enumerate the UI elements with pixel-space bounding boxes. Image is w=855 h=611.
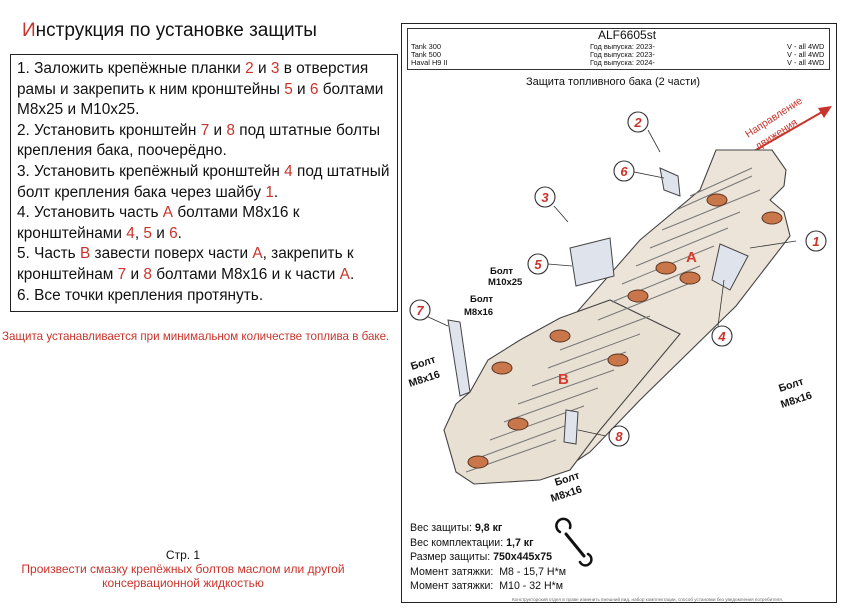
title-first-letter: И: [22, 20, 36, 41]
spec-row: Момент затяжки: М10 - 32 Н*м: [410, 580, 564, 593]
step-text: завести поверх части: [90, 245, 253, 263]
step-text: .: [349, 265, 355, 283]
callout-1: 1: [812, 234, 819, 249]
lubrication-note-line1: Произвести смазку крепёжных болтов масло…: [21, 562, 345, 576]
header-year: Год выпуска: 2023-: [590, 50, 655, 59]
step-text: 1. Заложить крепёжные планки: [17, 60, 246, 77]
drawing-frame: [401, 23, 837, 603]
part-ref: 5: [284, 80, 293, 98]
instruction-step: 5. Часть В завести поверх части А, закре…: [17, 244, 391, 285]
step-text: 5. Часть: [17, 245, 80, 263]
header-year: Год выпуска: 2023-: [590, 42, 655, 51]
spec-row: Момент затяжки: М8 - 15,7 Н*м: [410, 565, 566, 578]
bolt-label-size: М8х16: [464, 307, 493, 318]
callout-2: 2: [633, 115, 642, 130]
callout-circles: [409, 111, 827, 447]
part-ref: 5: [143, 224, 152, 242]
part-ref: 7: [117, 265, 127, 283]
callout-5: 5: [534, 257, 542, 272]
step-text: и: [209, 121, 227, 139]
disclaimer: Конструкторский отдел в праве изменить в…: [512, 597, 784, 602]
bolt-label-word: Болт: [470, 294, 493, 305]
part-ref: 7: [200, 121, 210, 139]
page-number: Стр. 1: [165, 548, 201, 562]
step-text: и: [292, 80, 310, 98]
vehicle-header-box: [407, 28, 830, 70]
callout-3: 3: [541, 190, 549, 205]
bracket-parts: [447, 167, 749, 445]
fuel-warning: Защита устанавливается при минимальном к…: [2, 330, 390, 343]
part-a-label: А: [686, 249, 697, 266]
step-text: 4. Установить часть: [17, 204, 163, 222]
protection-title: Защита топливного бака (2 части): [526, 76, 701, 88]
step-text: болтами М8х25 и М10х25.: [17, 80, 384, 119]
step-text: и: [151, 224, 170, 242]
title-rest: нструкция по установке защиты: [35, 20, 317, 41]
step-text: ,: [134, 224, 144, 242]
header-model: Tank 500: [411, 50, 441, 59]
header-drive: V - all 4WD: [787, 42, 825, 51]
header-drive: V - all 4WD: [787, 58, 825, 67]
header-model: Haval H9 II: [411, 58, 448, 67]
instruction-step: 1. Заложить крепёжные планки 2 и 3 в отв…: [17, 59, 391, 121]
part-ref: А: [252, 245, 263, 263]
steps-box: 1. Заложить крепёжные планки 2 и 3 в отв…: [10, 54, 398, 312]
lubrication-note-line2: консервационной жидкостью: [102, 576, 264, 590]
header-year: Год выпуска: 2024-: [590, 58, 655, 67]
spec-row: Вес защиты: 9,8 кг: [410, 522, 503, 534]
part-ref: 8: [226, 121, 235, 139]
part-ref: 3: [270, 60, 280, 77]
part-ref: А: [339, 265, 350, 283]
step-text: , закрепить к кронштейнам: [17, 245, 354, 283]
part-b-label: В: [558, 371, 569, 388]
bolt-label-size: М8х16: [549, 483, 583, 504]
instruction-step: 4. Установить часть А болтами М8х16 к кр…: [17, 203, 391, 244]
step-text: .: [273, 183, 279, 201]
callout-7: 7: [416, 303, 424, 318]
step-text: 6. Все точки крепления протянуть.: [17, 286, 264, 304]
part-ref: В: [79, 245, 91, 263]
wrench-icon: [555, 517, 593, 567]
leader-lines: [425, 129, 797, 437]
step-text: и: [126, 265, 144, 283]
part-ref: 2: [245, 60, 254, 77]
part-ref: 4: [284, 162, 293, 180]
mounting-pads: [467, 193, 783, 469]
step-text: в отверстия рамы и закрепить к ним кронш…: [17, 60, 369, 98]
instruction-title: Инструкция по установке защиты: [22, 20, 317, 42]
header-model: Tank 300: [411, 42, 441, 51]
callout-4: 4: [717, 329, 726, 344]
specifications: Вес защиты: 9,8 кг Вес комплектации: 1,7…: [410, 521, 566, 594]
instruction-step: 6. Все точки крепления протянуть.: [17, 286, 391, 307]
part-ref: 8: [143, 265, 152, 283]
step-text: и: [253, 60, 271, 77]
header-drive: V - all 4WD: [787, 50, 825, 59]
instruction-step: 2. Установить кронштейн 7 и 8 под штатны…: [17, 121, 391, 162]
step-text: болтами М8х16 к кронштейнами: [17, 204, 300, 242]
step-text: 3. Установить крепёжный кронштейн: [17, 162, 285, 180]
step-text: под штатные болты крепления бака, поочер…: [17, 121, 381, 160]
step-text: 2. Установить кронштейн: [17, 121, 201, 139]
step-text: болтами М8х16 и к части: [151, 265, 340, 283]
spec-row: Вес комплектации: 1,7 кг: [410, 536, 534, 549]
part-ref: 1: [265, 183, 274, 201]
product-code: ALF6605st: [598, 28, 657, 42]
spec-row: Размер защиты: 750х445х75: [410, 551, 553, 564]
step-text: .: [177, 224, 182, 242]
bolt-label-size: М10х25: [488, 277, 523, 288]
part-ref: 6: [169, 224, 178, 242]
callout-8: 8: [615, 429, 623, 444]
instruction-step: 3. Установить крепёжный кронштейн 4 под …: [17, 162, 391, 203]
part-b-plate: [443, 299, 681, 485]
part-ref: А: [162, 204, 174, 222]
part-ref: 4: [126, 224, 135, 242]
step-text: под штатный болт крепления бака через ша…: [17, 162, 390, 201]
bolt-label-word: Болт: [490, 266, 513, 277]
page-footer: Стр. 1 Произвести смазку крепёжных болто…: [10, 548, 356, 590]
part-ref: 6: [309, 80, 319, 98]
callout-6: 6: [620, 164, 628, 179]
